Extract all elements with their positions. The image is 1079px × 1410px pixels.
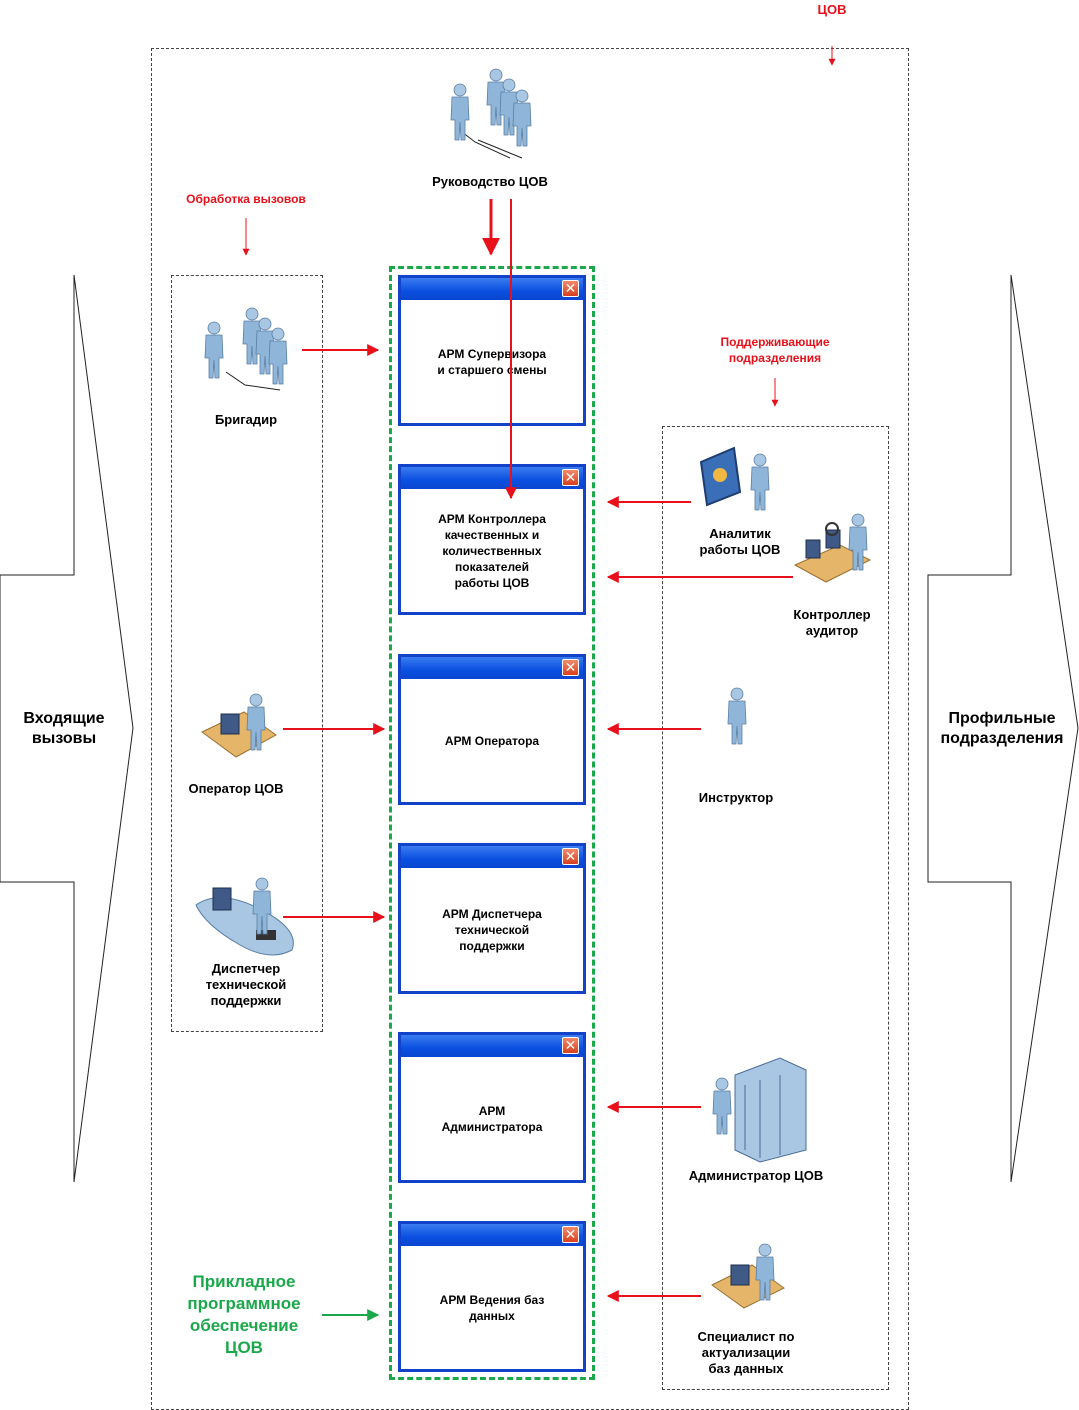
profile-units-label: Профильные подразделения xyxy=(940,710,1064,747)
app-software-label: Прикладное программное обеспечение ЦОВ xyxy=(187,1272,301,1357)
call-processing-group xyxy=(171,275,323,1032)
cov-label: ЦОВ xyxy=(817,2,847,17)
analyst-presentation-icon xyxy=(699,446,770,511)
window-titlebar: ✕ xyxy=(401,846,583,868)
window-titlebar: ✕ xyxy=(401,278,583,300)
operator-label: Оператор ЦОВ xyxy=(188,781,284,796)
close-icon[interactable]: ✕ xyxy=(562,280,579,297)
close-icon[interactable]: ✕ xyxy=(562,659,579,676)
analyst-label: Аналитик работы ЦОВ xyxy=(699,526,781,557)
window-titlebar: ✕ xyxy=(401,467,583,489)
admin-label: Администратор ЦОВ xyxy=(688,1168,824,1183)
close-icon[interactable]: ✕ xyxy=(562,1037,579,1054)
workstation-controller[interactable]: ✕ АРМ Контроллера качественных и количес… xyxy=(398,464,586,615)
operator-desk-icon xyxy=(711,1243,785,1309)
profile-units-chevron xyxy=(927,274,1079,1183)
incoming-calls-chevron xyxy=(0,274,134,1183)
workstation-title: АРМ Администратора xyxy=(441,1103,543,1134)
window-titlebar: ✕ xyxy=(401,1224,583,1246)
incoming-calls-label: Входящие вызовы xyxy=(23,710,105,747)
workstation-admin[interactable]: ✕ АРМ Администратора xyxy=(398,1032,586,1183)
instructor-label: Инструктор xyxy=(698,790,774,805)
support-units-label: Поддерживающие подразделения xyxy=(720,335,830,365)
dispatcher-desk-icon xyxy=(195,877,294,956)
close-icon[interactable]: ✕ xyxy=(562,469,579,486)
db-specialist-label: Специалист по актуализации баз данных xyxy=(697,1329,795,1376)
workstation-supervisor[interactable]: ✕ АРМ Супервизора и старшего смены xyxy=(398,275,586,426)
window-titlebar: ✕ xyxy=(401,1035,583,1057)
management-label: Руководство ЦОВ xyxy=(432,174,548,189)
close-icon[interactable]: ✕ xyxy=(562,848,579,865)
workstation-title: АРМ Оператора xyxy=(444,733,540,748)
people-group-icon xyxy=(450,68,532,159)
admin-server-icon xyxy=(712,1057,807,1163)
window-titlebar: ✕ xyxy=(401,657,583,679)
workstation-title: АРМ Контроллера качественных и количеств… xyxy=(438,511,546,590)
person-icon xyxy=(727,687,747,745)
call-processing-label: Обработка вызовов xyxy=(186,192,306,206)
workstation-title: АРМ Супервизора и старшего смены xyxy=(437,346,547,377)
workstation-operator[interactable]: ✕ АРМ Оператора xyxy=(398,654,586,805)
workstation-title: АРМ Ведения баз данных xyxy=(439,1292,545,1323)
workstation-database[interactable]: ✕ АРМ Ведения баз данных xyxy=(398,1221,586,1372)
auditor-conveyor-icon xyxy=(793,513,872,583)
people-group-icon xyxy=(204,307,288,391)
app-software-group xyxy=(389,266,595,1380)
operator-desk-icon xyxy=(201,693,277,758)
workstation-tech-dispatcher[interactable]: ✕ АРМ Диспетчера технической поддержки xyxy=(398,843,586,994)
auditor-label: Контроллер аудитор xyxy=(793,607,871,638)
dispatcher-label: Диспетчер технической поддержки xyxy=(205,961,287,1008)
workstation-title: АРМ Диспетчера технической поддержки xyxy=(442,906,542,953)
foreman-label: Бригадир xyxy=(214,412,278,427)
support-units-group xyxy=(662,426,889,1390)
close-icon[interactable]: ✕ xyxy=(562,1226,579,1243)
